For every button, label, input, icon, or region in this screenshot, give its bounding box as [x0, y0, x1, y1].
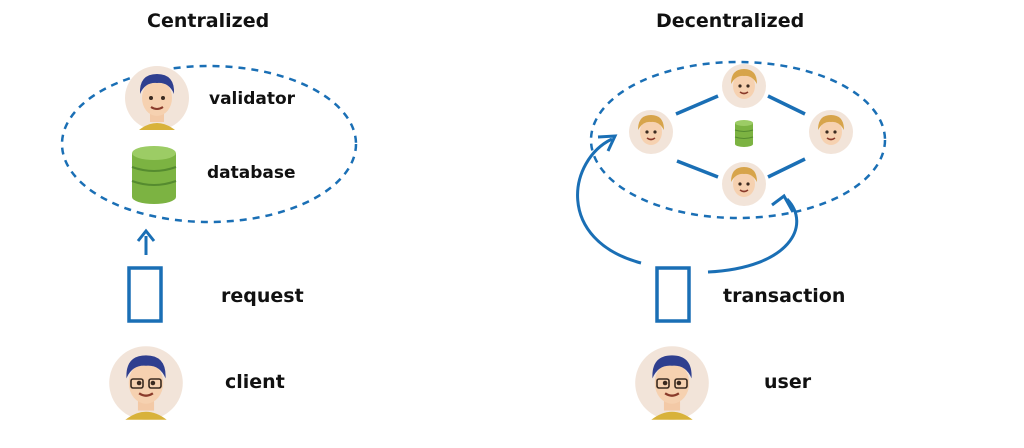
client-avatar-icon — [108, 345, 184, 421]
user-avatar-icon — [634, 345, 710, 421]
transaction-document-icon — [655, 266, 691, 323]
small-database-icon — [734, 120, 754, 147]
decentralized-title: Decentralized — [656, 10, 805, 32]
curved-arrow-icon — [707, 193, 799, 274]
validator-label: validator — [209, 89, 296, 109]
curved-arrow-icon — [576, 134, 642, 265]
centralized-title: Centralized — [147, 10, 270, 32]
user-label: user — [764, 371, 812, 393]
request-document-icon — [127, 266, 163, 323]
node-avatar-icon — [628, 109, 674, 155]
client-label: client — [225, 371, 285, 393]
database-icon — [131, 146, 177, 204]
node-avatar-icon — [808, 109, 854, 155]
node-avatar-icon — [721, 63, 767, 109]
network-edges — [675, 94, 806, 179]
decentralized-boundary — [589, 60, 887, 220]
centralized-boundary — [60, 64, 358, 224]
database-label: database — [207, 163, 296, 183]
request-label: request — [221, 285, 304, 307]
node-avatar-icon — [721, 161, 767, 207]
transaction-label: transaction — [723, 285, 846, 307]
arrow-up-icon — [136, 228, 156, 255]
validator-avatar-icon — [124, 65, 190, 131]
